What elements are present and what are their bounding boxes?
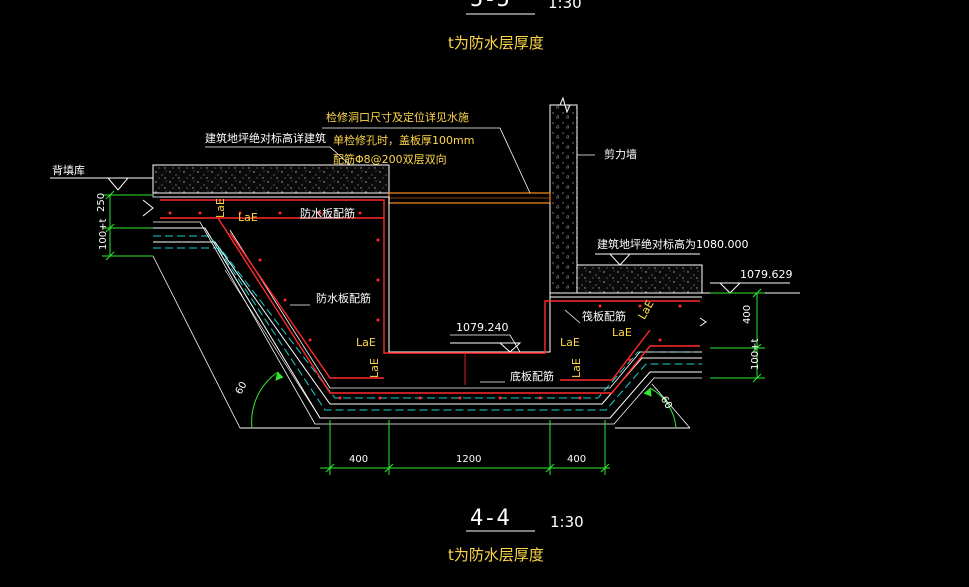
bottom-section-note: t为防水层厚度 xyxy=(448,546,544,564)
label-wp-rebar-bottom: 底板配筋 xyxy=(510,369,554,383)
shear-wall xyxy=(549,96,578,294)
label-cover-rebar: 配筋Φ8@200双层双向 xyxy=(333,152,447,166)
leader-lines xyxy=(205,127,595,385)
label-floor-elev-left: 建筑地坪绝对标高详建筑 xyxy=(205,131,326,145)
label-lae-1: LaE xyxy=(238,211,258,224)
label-lae-5: LaE xyxy=(560,336,580,349)
label-floor-elev-right: 建筑地坪绝对标高为1080.000 xyxy=(597,237,749,251)
label-lae-6: LaE xyxy=(570,358,583,378)
label-lae-4: LaE xyxy=(368,358,381,378)
label-elev-1079-629: 1079.629 xyxy=(740,268,793,281)
pit-inner-outline xyxy=(160,196,702,389)
label-lae-7: LaE xyxy=(612,326,632,339)
left-dimensions xyxy=(102,190,153,261)
label-wp-rebar-slope: 防水板配筋 xyxy=(316,291,371,305)
right-dimensions xyxy=(699,288,765,383)
bottom-title-block: 4-4 1:30 t为防水层厚度 xyxy=(448,506,584,564)
label-backfill: 背填库 xyxy=(52,163,85,177)
angle-arcs xyxy=(251,371,677,429)
bottom-dimensions xyxy=(320,420,610,475)
pit-profile xyxy=(152,221,702,429)
label-elev-1079-240: 1079.240 xyxy=(456,321,509,334)
rebar-lines xyxy=(160,199,700,394)
label-lae-2: LaE xyxy=(214,198,227,218)
label-dim-250: 250 xyxy=(96,193,107,212)
label-lae-3: LaE xyxy=(356,336,376,349)
label-cover-plate: 单检修孔时，盖板厚100mm xyxy=(333,133,474,147)
label-dim-400-b: 400 xyxy=(567,454,586,465)
bottom-section-scale: 1:30 xyxy=(550,513,584,531)
label-shear-wall: 剪力墙 xyxy=(604,147,637,161)
label-angle-left: 60 xyxy=(234,380,250,397)
label-angle-right: 60 xyxy=(658,395,674,412)
label-dim-1200: 1200 xyxy=(456,454,481,465)
top-section-name: 5-5 xyxy=(470,0,510,12)
label-wp-rebar-top: 防水板配筋 xyxy=(300,206,355,220)
label-slab-rebar-right: 筏板配筋 xyxy=(582,309,626,323)
top-section-note: t为防水层厚度 xyxy=(448,34,544,52)
top-section-scale: 1:30 xyxy=(548,0,582,12)
label-dim-100t-left: 100+t xyxy=(98,219,109,250)
label-access-hole: 检修洞口尺寸及定位详见水施 xyxy=(326,110,469,124)
label-dim-100t-right: 100+t xyxy=(750,339,761,370)
label-dim-400-right: 400 xyxy=(742,305,753,324)
top-title-block: 5-5 1:30 t为防水层厚度 xyxy=(448,0,582,52)
rebar-dots xyxy=(168,211,682,400)
left-ground-slab xyxy=(50,164,390,198)
elevation-markers xyxy=(50,177,790,353)
bottom-section-name: 4-4 xyxy=(470,506,510,531)
label-dim-400-a: 400 xyxy=(349,454,368,465)
